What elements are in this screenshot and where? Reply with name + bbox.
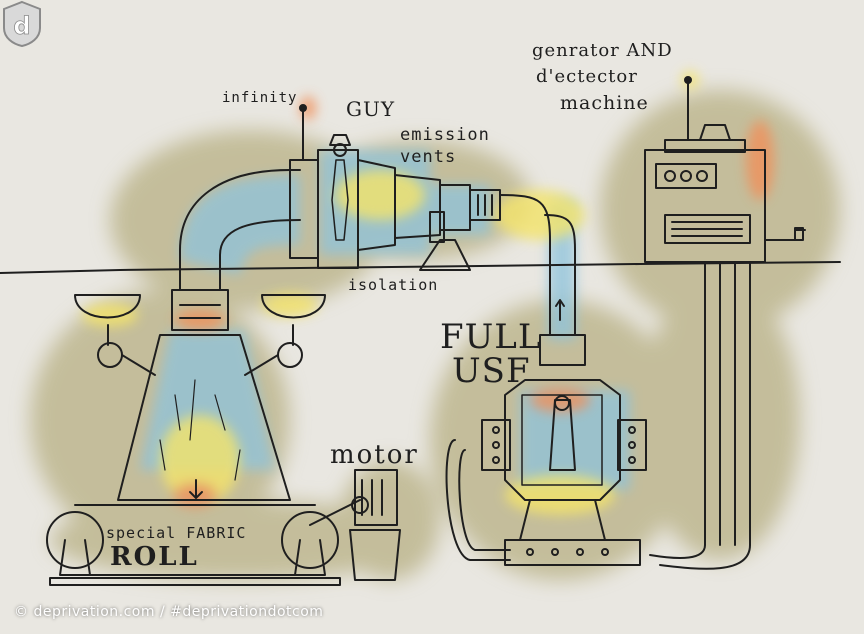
ground-line bbox=[0, 261, 841, 274]
label-generator-line1: genrator AND bbox=[532, 40, 673, 61]
motor bbox=[309, 469, 401, 581]
label-special-fabric: special FABRIC bbox=[106, 524, 247, 542]
label-motor: motor bbox=[330, 440, 419, 470]
label-emission-vents: emission vents bbox=[400, 125, 490, 167]
emission-vents bbox=[419, 184, 501, 271]
label-infinity: infinity bbox=[222, 90, 298, 106]
label-isolation: isolation bbox=[348, 276, 439, 294]
deprivation-logo-icon[interactable]: d bbox=[0, 0, 44, 48]
label-usf: USF bbox=[452, 351, 531, 391]
logo-letter: d bbox=[13, 12, 30, 40]
loop-pipes bbox=[445, 439, 751, 570]
label-generator-detector: genrator AND d'ectector machine bbox=[532, 38, 673, 116]
label-generator-line2: d'ectector bbox=[536, 66, 638, 87]
label-generator-line3: machine bbox=[560, 92, 649, 114]
label-full: FULL bbox=[440, 317, 542, 357]
label-roll: ROLL bbox=[110, 542, 199, 572]
usf-feed-pipe bbox=[499, 194, 576, 336]
credit-text[interactable]: © deprivation.com / #deprivationdotcom bbox=[14, 604, 324, 620]
generator-detector-machine bbox=[644, 76, 806, 546]
usf-machine bbox=[481, 334, 647, 566]
label-full-usf: FULL USF bbox=[440, 320, 541, 388]
fabric-hopper bbox=[74, 289, 326, 501]
guy-chamber bbox=[317, 134, 441, 269]
fabric-conveyor bbox=[46, 504, 341, 586]
label-guy: GUY bbox=[346, 97, 396, 121]
